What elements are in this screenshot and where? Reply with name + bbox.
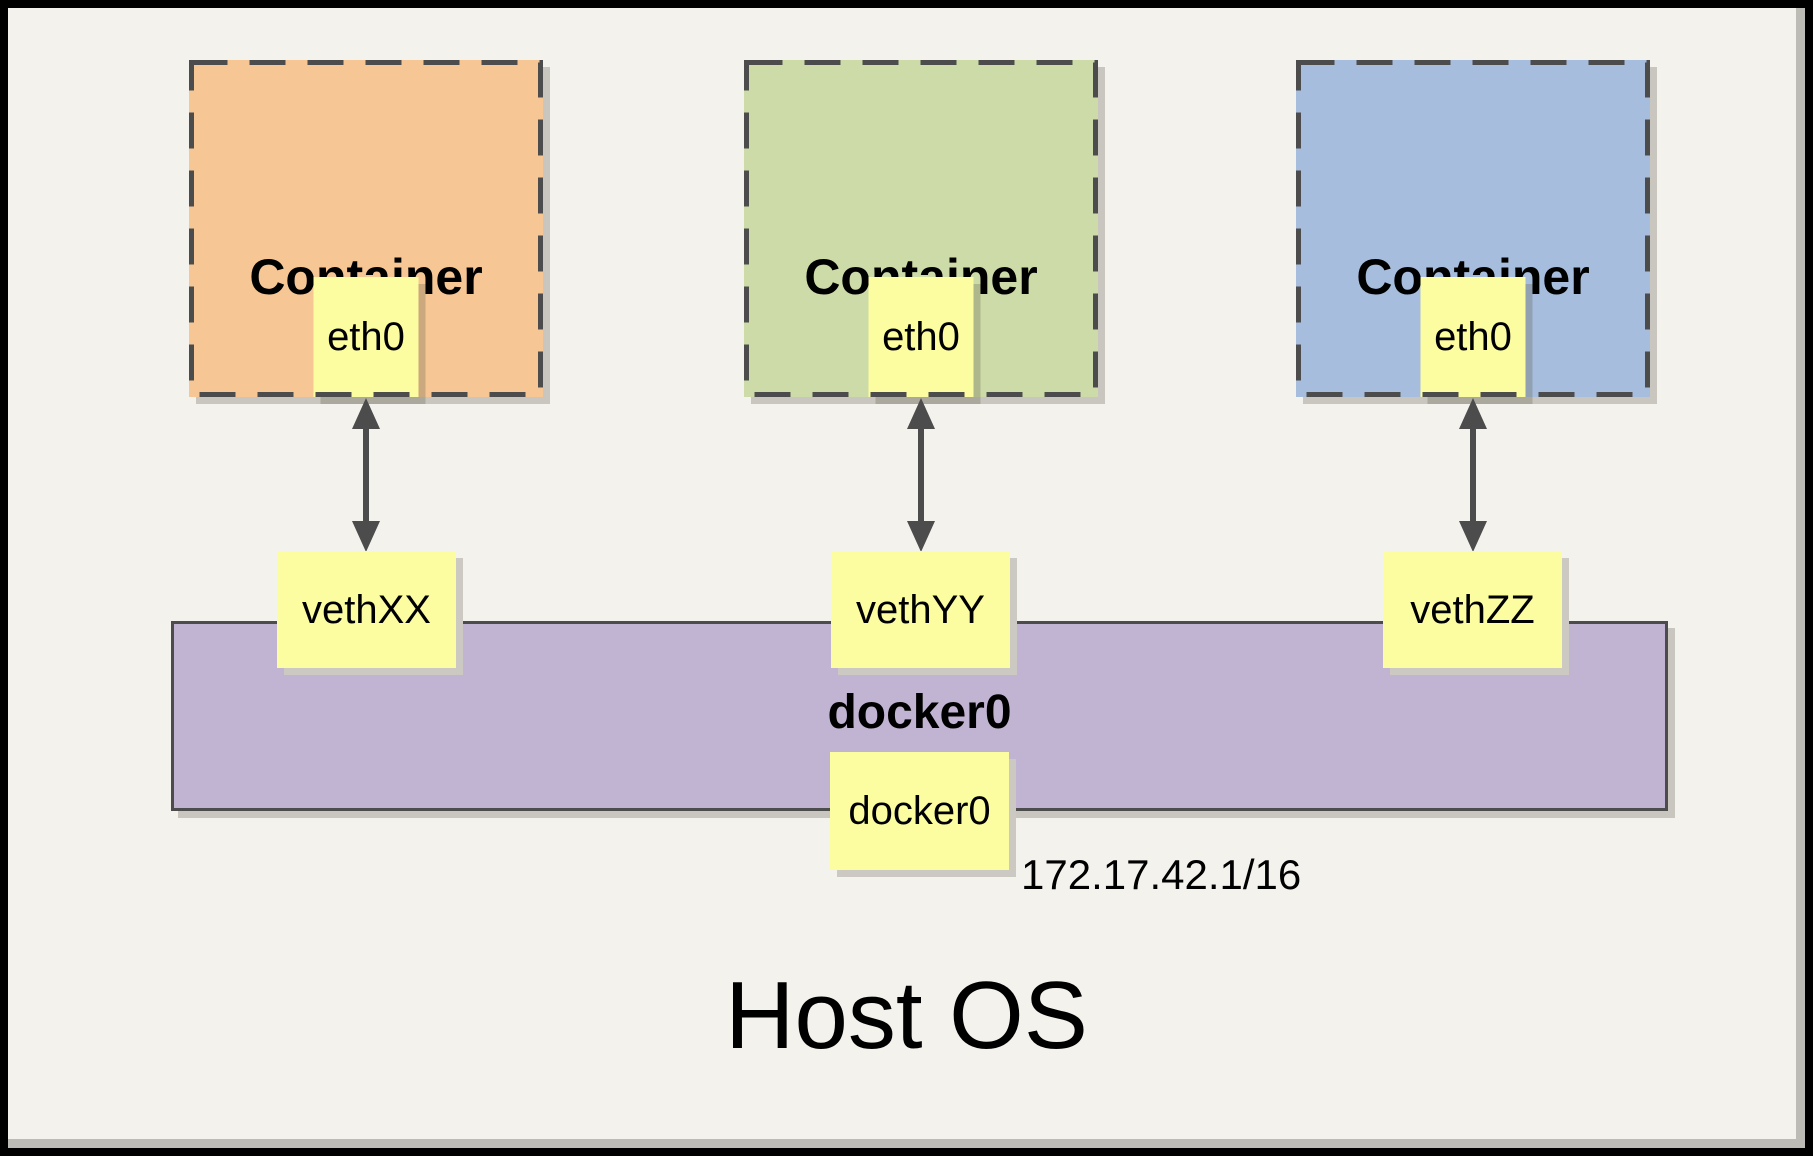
vethXX-label: vethXX	[302, 587, 431, 632]
vethXX-box: vethXX	[277, 551, 456, 668]
container-3-eth0-label: eth0	[1434, 315, 1512, 359]
vethYY-box: vethYY	[831, 551, 1010, 668]
bridge-ip-address: 172.17.42.1/16	[1021, 851, 1302, 898]
frame-shadow-right	[1796, 8, 1805, 1148]
container-1-eth0-box: eth0	[313, 277, 419, 397]
vethZZ-box: vethZZ	[1383, 551, 1562, 668]
double-arrow-icon-2	[907, 398, 935, 552]
docker0-interface-box: docker0	[830, 752, 1009, 870]
docker0-bridge-label: docker0	[827, 686, 1012, 739]
vethYY-label: vethYY	[856, 587, 985, 632]
container-box-3: Container eth0	[1296, 60, 1650, 397]
container-2-eth0-box: eth0	[868, 277, 974, 397]
container-3-eth0-box: eth0	[1420, 277, 1526, 397]
host-os-label: Host OS	[725, 962, 1088, 1069]
double-arrow-icon-3	[1459, 398, 1487, 552]
docker0-interface-label: docker0	[848, 789, 991, 833]
container-1-eth0-label: eth0	[327, 315, 405, 359]
container-2-eth0-label: eth0	[882, 315, 960, 359]
double-arrow-icon-1	[352, 398, 380, 552]
container-box-1: Container eth0	[189, 60, 543, 397]
vethZZ-label: vethZZ	[1410, 587, 1535, 632]
container-box-2: Container eth0	[744, 60, 1098, 397]
frame-shadow-bottom	[8, 1139, 1805, 1148]
